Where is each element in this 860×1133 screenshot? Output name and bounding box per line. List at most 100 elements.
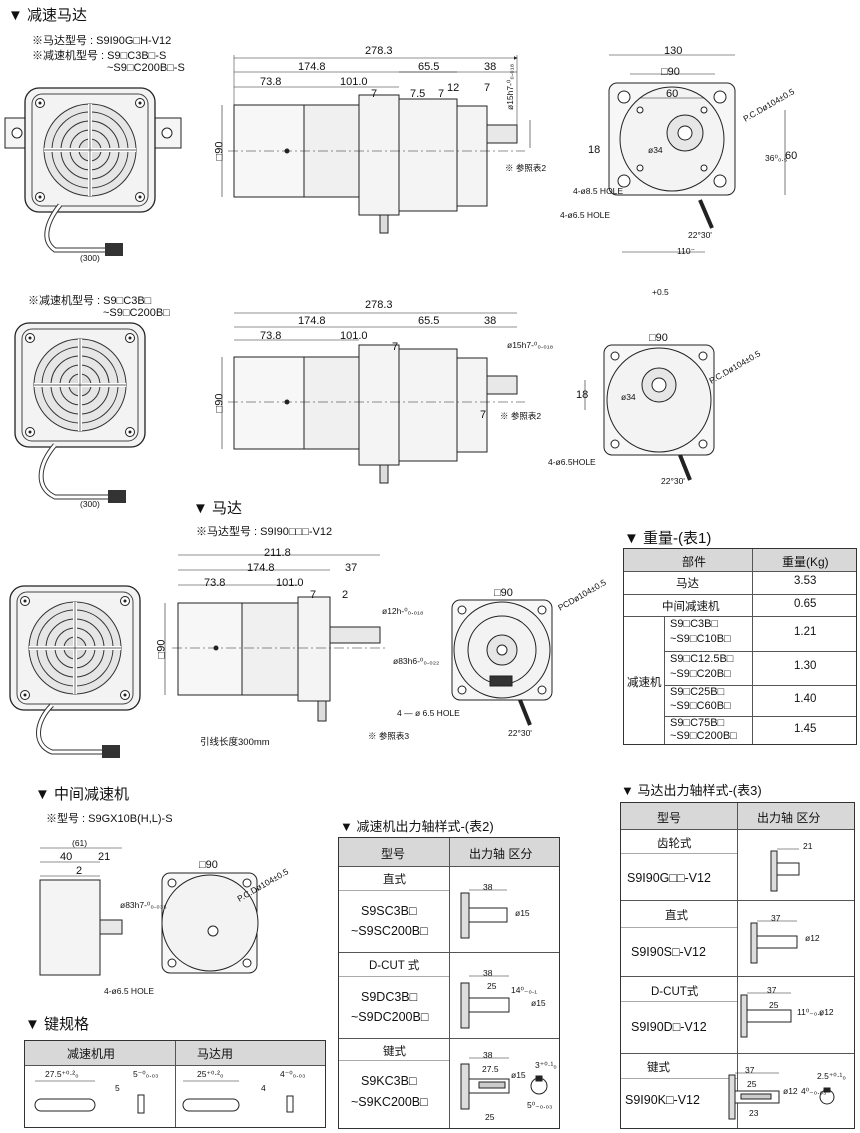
motor-ref-table3: ※ 参照表3 (368, 731, 410, 741)
gs-row1-type: 直式 (383, 874, 406, 886)
top-side-view (221, 55, 531, 234)
gs3-dim-27: 27.5 (482, 1064, 499, 1074)
gs3-dim-5: 5⁰₋₀.₀₃ (527, 1100, 553, 1110)
motor-angle: 22°30' (508, 728, 532, 738)
ms3-dim-37: 37 (767, 985, 777, 995)
tiny-note-mid: +0.5 (652, 287, 669, 297)
motor-fan-view (8, 584, 142, 758)
inter-dim-2: 2 (76, 865, 83, 877)
ms4-dim-25: 25 (747, 1079, 757, 1089)
ms-row2-type: 直式 (665, 910, 688, 922)
heading-motor-shaft: ▼ 马达出力轴样式-(表3) (621, 783, 762, 798)
weight-sub3-kg: 1.40 (794, 693, 817, 705)
motor-front-view (451, 599, 553, 726)
weight-sub1-l1: S9□C3B□ (670, 618, 719, 630)
gs-row3-l1: S9KC3B□ (361, 1074, 417, 1088)
gs-row1-l2: ~S9SC200B□ (351, 924, 428, 938)
motor-shaft-header-model: 型号 (657, 811, 682, 825)
weight-table: 部件 重量(Kg) 马达 3.53 中间减速机 0.65 减速机 S9□C3B□… (623, 548, 857, 745)
gear-shaft-drawings (460, 889, 548, 1110)
gs-row1-l1: S9SC3B□ (361, 904, 417, 918)
motor-lead-length: 引线长度300mm (200, 737, 270, 748)
ms-row1-type: 齿轮式 (657, 838, 692, 850)
inter-shaft: ø83h7-⁰₀.₀₃₅ (120, 900, 167, 910)
gs2-dim-d15: ø15 (531, 998, 546, 1008)
motor-shaft12: ø12h-⁰₀.₀₁₈ (382, 606, 424, 616)
top-front-view (608, 54, 786, 253)
dim-sq90-top: □90 (213, 141, 226, 161)
motor-shaft-header-type: 出力轴 区分 (757, 811, 821, 825)
weight-sub1-l2: ~S9□C10B□ (670, 633, 731, 645)
geared-motor-model-note: ※马达型号 : S9I90G□H-V12 (32, 35, 172, 47)
key-gear-height: 5 (115, 1083, 120, 1093)
inter-front-sq90: □90 (199, 859, 218, 871)
front-36-top: 36⁰₀.₅ (765, 153, 788, 163)
hole85-top: 4-ø8.5 HOLE (573, 186, 624, 196)
ms-row3-type: D-CUT式 (651, 986, 699, 998)
key-spec-table: 减速机用 马达用 27.5⁺⁰·²₀ 5⁻⁰₀.₀₃ 5 25⁺⁰·²₀ 4⁻⁰… (24, 1040, 326, 1128)
heading-key-spec: ▼ 键规格 (25, 1016, 90, 1033)
gs3-dim-25: 25 (485, 1112, 495, 1122)
d34-mid: ø34 (621, 392, 636, 402)
top-fan-view (4, 86, 182, 256)
weight-row-motor-part: 马达 (676, 578, 699, 590)
inter-hole: 4-ø6.5 HOLE (104, 986, 155, 996)
motor-dim-101: 101.0 (276, 577, 304, 589)
mid-front-view (584, 344, 715, 481)
dim-101-mid: 101.0 (340, 330, 368, 342)
dim-174-top: 174.8 (298, 61, 326, 73)
motor-dim-sq90: □90 (155, 639, 168, 659)
key-gear-width: 5⁻⁰₀.₀₃ (133, 1069, 159, 1079)
gs3-dim-38: 38 (483, 1050, 493, 1060)
inter-dim-40: 40 (60, 851, 73, 863)
dim-7-mid: 7 (392, 341, 399, 353)
motor-dim-total: 211.8 (264, 547, 291, 559)
front-sq90-top: □90 (661, 66, 680, 78)
dim-73-mid: 73.8 (260, 330, 282, 342)
key-motor-length: 25⁺⁰·²₀ (197, 1069, 224, 1079)
motor-front-sq90: □90 (494, 587, 513, 599)
ms-row4-model: S9I90K□-V12 (625, 1093, 700, 1107)
dim-sq90-mid: □90 (213, 393, 226, 413)
heading-geared-motor: ▼ 减速马达 (8, 7, 88, 24)
angle-top: 22°30' (688, 230, 712, 240)
dim-73-top: 73.8 (260, 76, 282, 88)
ms4-dim-4: 4⁰₋₀.₀₃ (801, 1086, 827, 1096)
cable-length-top: (300) (80, 253, 100, 263)
dim-101-top: 101.0 (340, 76, 368, 88)
ms2-dim-d12: ø12 (805, 933, 820, 943)
ms1-dim-21: 21 (803, 841, 813, 851)
d34-top: ø34 (648, 145, 663, 155)
hole65-top: 4-ø6.5 HOLE (560, 210, 611, 220)
motor-hole: 4 — ø 6.5 HOLE (397, 708, 460, 718)
motor-dim-73: 73.8 (204, 577, 226, 589)
ms4-dim-2-5: 2.5⁺⁰·¹₀ (817, 1071, 846, 1081)
gs2-dim-38: 38 (483, 968, 493, 978)
gs2-dim-14: 14⁰₋₀.₁ (511, 985, 538, 995)
weight-table-header: 部件 重量(Kg) (624, 549, 856, 572)
motor-side-view (164, 554, 388, 722)
weight-sub2-kg: 1.30 (794, 660, 817, 672)
front-60-top: 60 (666, 88, 679, 100)
dim-shaft-mid: ø15h7-⁰₀.₀₁₈ (507, 340, 554, 350)
dim-38-mid: 38 (484, 315, 497, 327)
inter-dim-61: (61) (72, 838, 88, 848)
mid-fan-view (13, 321, 147, 503)
ref-table2-mid: ※ 参照表2 (500, 411, 542, 421)
intermediate-views (39, 847, 259, 976)
front-width-130: 130 (664, 45, 683, 57)
gs1-dim-d15: ø15 (515, 908, 530, 918)
angle-mid: 22°30' (661, 476, 685, 486)
weight-row-inter-part: 中间减速机 (662, 601, 720, 613)
ms-row3-model: S9I90D□-V12 (631, 1020, 707, 1034)
key-motor-height: 4 (261, 1083, 266, 1093)
motor-model-note: ※马达型号 : S9I90□□□-V12 (196, 526, 333, 538)
front-sq90-mid: □90 (649, 332, 668, 344)
dim-7d-top: 7 (484, 82, 491, 94)
gear-model-note-2: ~S9□C200B□-S (107, 62, 185, 74)
ms3-dim-d12: ø12 (819, 1007, 834, 1017)
gs-row2-l2: ~S9DC200B□ (351, 1010, 429, 1024)
weight-sub3-l1: S9□C25B□ (670, 686, 725, 698)
gear-shaft-table: 型号 出力轴 区分 直式 S9SC3B□ ~S9SC200B□ D-CUT 式 … (338, 837, 560, 1129)
